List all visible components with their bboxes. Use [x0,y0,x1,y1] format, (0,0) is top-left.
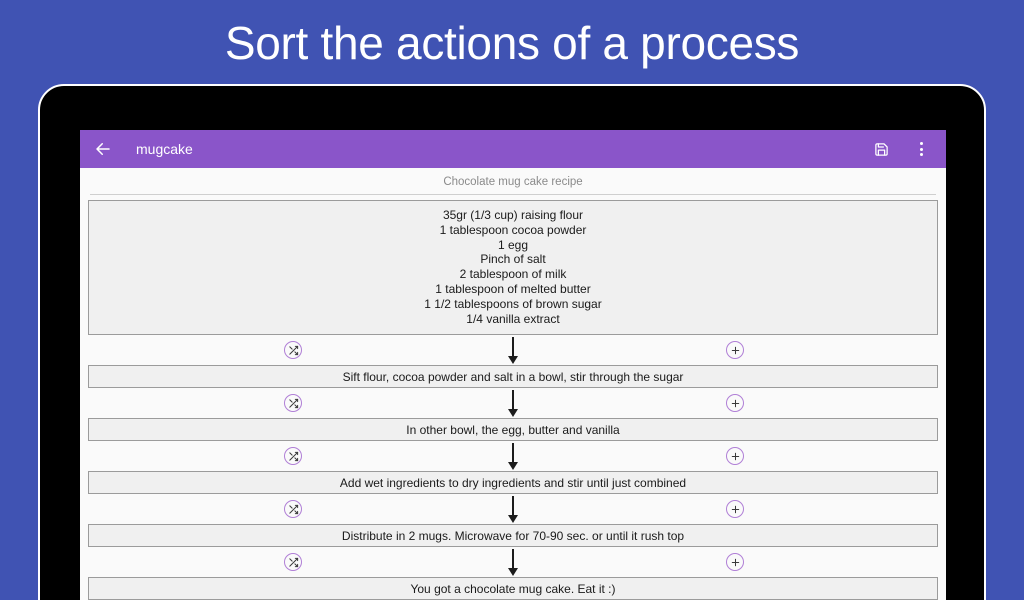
down-arrow-icon [88,442,938,470]
shuffle-icon[interactable] [284,394,302,413]
ingredient-line: 1 tablespoon cocoa powder [439,222,587,237]
recipe-title: Chocolate mug cake recipe [443,176,583,188]
device-screen: mugcake Chocolate mug cake recipe 35gr [80,130,946,600]
step-card[interactable]: Add wet ingredients to dry ingredients a… [88,471,938,495]
plus-circle-icon[interactable] [726,553,744,572]
promo-banner: Sort the actions of a process [0,0,1024,85]
shuffle-icon[interactable] [284,341,302,360]
promo-headline: Sort the actions of a process [224,16,800,69]
overflow-dots [919,142,923,156]
shuffle-icon[interactable] [284,500,302,519]
tablet-device-frame: mugcake Chocolate mug cake recipe 35gr [38,84,986,600]
ingredient-line: 2 tablespoon of milk [459,267,567,282]
plus-circle-icon[interactable] [726,447,744,466]
down-arrow-icon [88,548,938,576]
step-text: In other bowl, the egg, butter and vanil… [406,422,620,437]
app-bar-title: mugcake [136,141,193,157]
step-text: Sift flour, cocoa powder and salt in a b… [342,369,684,384]
plus-circle-icon[interactable] [726,394,744,413]
down-arrow-icon [88,389,938,417]
ingredient-line: Pinch of salt [480,252,546,267]
connector-row [88,388,938,418]
connector-row [88,441,938,471]
step-card[interactable]: You got a chocolate mug cake. Eat it :) [88,577,938,600]
plus-circle-icon[interactable] [726,500,744,519]
ingredient-line: 1 tablespoon of melted butter [435,281,591,296]
step-card[interactable]: Sift flour, cocoa powder and salt in a b… [88,365,938,389]
connector-row [88,547,938,577]
recipe-content: Chocolate mug cake recipe 35gr (1/3 cup)… [80,168,946,600]
plus-circle-icon[interactable] [726,341,744,360]
shuffle-icon[interactable] [284,553,302,572]
ingredients-card[interactable]: 35gr (1/3 cup) raising flour 1 tablespoo… [88,200,938,336]
shuffle-icon[interactable] [284,447,302,466]
step-text: You got a chocolate mug cake. Eat it :) [410,581,616,596]
title-divider [90,194,936,195]
step-text: Add wet ingredients to dry ingredients a… [339,475,687,490]
save-floppy-icon[interactable] [868,136,894,162]
ingredient-line: 1 1/2 tablespoons of brown sugar [424,296,602,311]
overflow-menu-icon[interactable] [908,136,934,162]
step-card[interactable]: In other bowl, the egg, butter and vanil… [88,418,938,442]
app-bar: mugcake [80,130,946,168]
down-arrow-icon [88,336,938,364]
step-text: Distribute in 2 mugs. Microwave for 70-9… [341,528,685,543]
connector-row [88,335,938,365]
down-arrow-icon [88,495,938,523]
connector-row [88,494,938,524]
back-arrow-icon[interactable] [90,136,116,162]
app-bar-actions [868,136,934,162]
step-card[interactable]: Distribute in 2 mugs. Microwave for 70-9… [88,524,938,548]
ingredient-line: 1/4 vanilla extract [466,311,560,326]
ingredient-line: 1 egg [497,237,529,252]
ingredient-line: 35gr (1/3 cup) raising flour [442,208,584,222]
